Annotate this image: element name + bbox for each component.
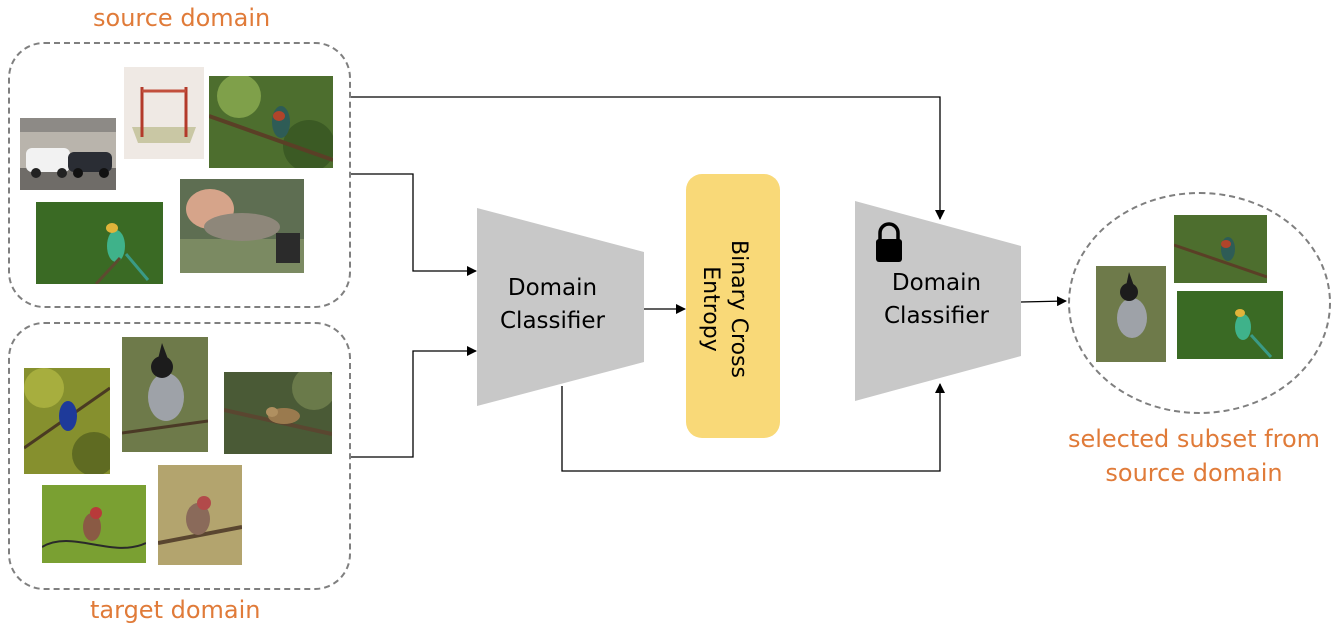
- source-domain-box: [8, 42, 351, 308]
- left-classifier-line2: Classifier: [500, 308, 605, 334]
- target-to-classifier-arrow: [351, 346, 477, 458]
- source-image-bee-eater: [36, 202, 163, 284]
- source-image-cars: [20, 118, 116, 190]
- source-image-hummingbird: [209, 76, 333, 168]
- left-classifier-line1: Domain: [507, 275, 598, 301]
- target-image-house-finch: [42, 485, 146, 563]
- target-domain-box: [8, 322, 351, 590]
- source-image-bed: [124, 67, 204, 159]
- selected-subset-label: selected subset from source domain: [1067, 425, 1321, 487]
- left-domain-classifier-shape: [477, 208, 644, 406]
- target-image-bulbul: [122, 337, 208, 452]
- selected-subset-circle: [1068, 192, 1331, 414]
- lock-icon: [876, 222, 902, 262]
- left-classifier-label: Domain Classifier: [480, 272, 625, 338]
- subset-image-bee-eater: [1177, 291, 1283, 359]
- source-image-hand: [180, 179, 304, 273]
- source-domain-label: source domain: [93, 4, 271, 32]
- target-image-sparrow: [224, 372, 332, 454]
- subset-image-bulbul: [1096, 266, 1166, 362]
- classifier-to-subset-arrow: [1020, 296, 1067, 307]
- subset-image-hummingbird: [1174, 215, 1267, 283]
- target-domain-label: target domain: [90, 596, 261, 624]
- source-to-classifier-arrow: [351, 173, 477, 276]
- target-image-finch: [158, 465, 242, 565]
- right-classifier-label: Domain Classifier: [864, 267, 1009, 333]
- right-classifier-line1: Domain: [891, 270, 982, 296]
- source-to-frozen-arrow: [351, 96, 945, 220]
- loss-box: [686, 174, 780, 438]
- loss-label: Binary Cross Entropy: [698, 240, 751, 378]
- weights-transfer-arrow: [561, 383, 945, 472]
- target-image-indigo-bunting: [24, 368, 110, 474]
- right-classifier-line2: Classifier: [884, 303, 989, 329]
